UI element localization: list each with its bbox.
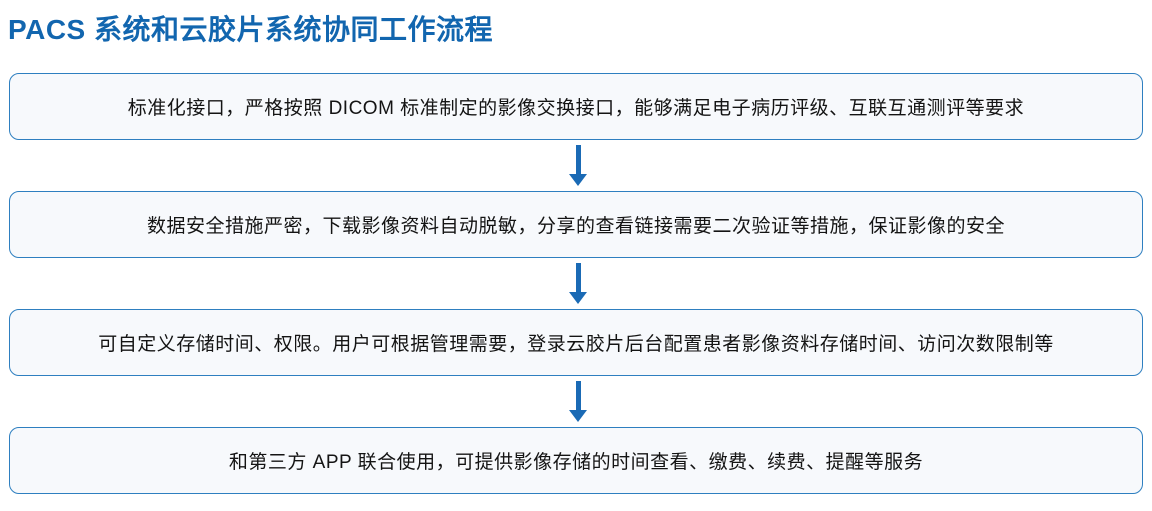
down-arrow-head xyxy=(569,292,587,304)
down-arrow-icon xyxy=(558,258,598,309)
down-arrow-icon xyxy=(558,140,598,191)
page-title: PACS 系统和云胶片系统协同工作流程 xyxy=(8,14,493,45)
down-arrow-stem xyxy=(575,381,581,410)
down-arrow-stem xyxy=(575,263,581,292)
down-arrow-head xyxy=(569,174,587,186)
flow-step-3: 可自定义存储时间、权限。用户可根据管理需要，登录云胶片后台配置患者影像资料存储时… xyxy=(9,309,1143,376)
down-arrow-head xyxy=(569,410,587,422)
flow-step-4-text: 和第三方 APP 联合使用，可提供影像存储的时间查看、缴费、续费、提醒等服务 xyxy=(228,452,924,473)
down-arrow-icon xyxy=(558,376,598,427)
flow-step-1-text: 标准化接口，严格按照 DICOM 标准制定的影像交换接口，能够满足电子病历评级、… xyxy=(127,98,1025,119)
flow-step-2-text: 数据安全措施严密，下载影像资料自动脱敏，分享的查看链接需要二次验证等措施，保证影… xyxy=(146,216,1005,237)
flow-step-1: 标准化接口，严格按照 DICOM 标准制定的影像交换接口，能够满足电子病历评级、… xyxy=(9,73,1143,140)
down-arrow-stem xyxy=(575,145,581,174)
flow-step-3-text: 可自定义存储时间、权限。用户可根据管理需要，登录云胶片后台配置患者影像资料存储时… xyxy=(98,334,1054,355)
flow-container: 标准化接口，严格按照 DICOM 标准制定的影像交换接口，能够满足电子病历评级、… xyxy=(0,73,1152,494)
flow-step-4: 和第三方 APP 联合使用，可提供影像存储的时间查看、缴费、续费、提醒等服务 xyxy=(9,427,1143,494)
flow-step-2: 数据安全措施严密，下载影像资料自动脱敏，分享的查看链接需要二次验证等措施，保证影… xyxy=(9,191,1143,258)
